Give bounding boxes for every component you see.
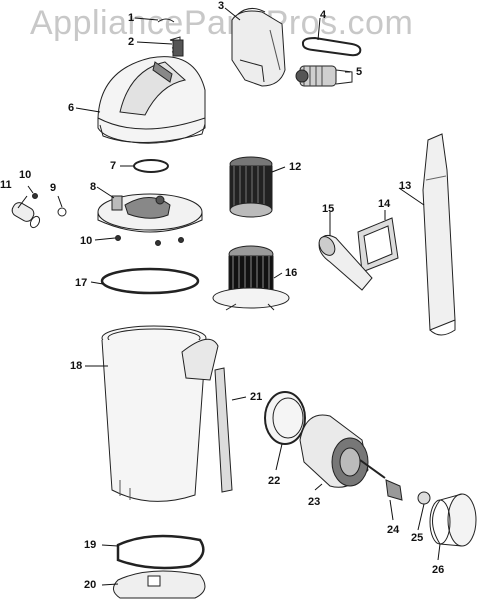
- callout-10-top: 10: [19, 169, 32, 181]
- part-belt: [301, 36, 362, 57]
- callout-11: 11: [0, 179, 12, 191]
- callout-16: 16: [285, 267, 298, 279]
- part-ring: [264, 391, 306, 445]
- part-hose-inlet: [231, 8, 286, 87]
- part-filter-assembly: [212, 245, 290, 311]
- callout-17: 17: [75, 277, 88, 289]
- callout-14: 14: [378, 198, 391, 210]
- callout-3: 3: [218, 0, 225, 12]
- callout-20: 20: [84, 579, 97, 591]
- callout-18: 18: [70, 360, 83, 372]
- part-screws: [32, 193, 184, 246]
- part-end-cap: [429, 493, 477, 547]
- callout-1: 1: [128, 12, 135, 24]
- part-gasket: [116, 534, 205, 570]
- part-spring: [157, 18, 184, 57]
- callout-21: 21: [250, 391, 263, 403]
- part-gear-shaft: [295, 65, 353, 87]
- part-lid: [113, 570, 206, 599]
- part-filter-plate: [97, 193, 203, 233]
- callout-4: 4: [320, 9, 327, 21]
- part-pleated-filter: [229, 156, 273, 218]
- part-bracket: [385, 479, 403, 501]
- callout-26: 26: [432, 564, 445, 576]
- callout-19: 19: [84, 539, 97, 551]
- watermark: AppliancePartsPros.com: [30, 4, 414, 42]
- callout-7: 7: [110, 160, 117, 172]
- part-cylinder: [11, 202, 41, 229]
- callout-22: 22: [268, 475, 281, 487]
- part-filter-pad: [357, 217, 399, 273]
- part-seal-small: [133, 159, 169, 173]
- callout-25: 25: [411, 532, 424, 544]
- callout-12: 12: [289, 161, 302, 173]
- part-seal-large: [100, 267, 200, 295]
- callout-5: 5: [356, 66, 363, 78]
- part-dome-cover: [97, 56, 206, 144]
- part-dust-cup: [101, 325, 219, 502]
- callout-10-bottom: 10: [80, 235, 93, 247]
- callout-24: 24: [387, 524, 400, 536]
- callout-6: 6: [68, 102, 75, 114]
- callout-9: 9: [50, 182, 57, 194]
- callout-13: 13: [399, 180, 412, 192]
- part-motor-housing: [299, 414, 386, 488]
- callout-15: 15: [322, 203, 335, 215]
- leader-lines: [17, 7, 441, 586]
- part-nozzle: [318, 234, 373, 291]
- callout-2: 2: [128, 36, 135, 48]
- part-nut: [417, 491, 431, 505]
- callout-23: 23: [308, 496, 321, 508]
- part-handle-strip: [214, 367, 233, 493]
- part-washer: [57, 207, 67, 217]
- part-crevice-tool: [422, 133, 456, 336]
- callout-8: 8: [90, 181, 97, 193]
